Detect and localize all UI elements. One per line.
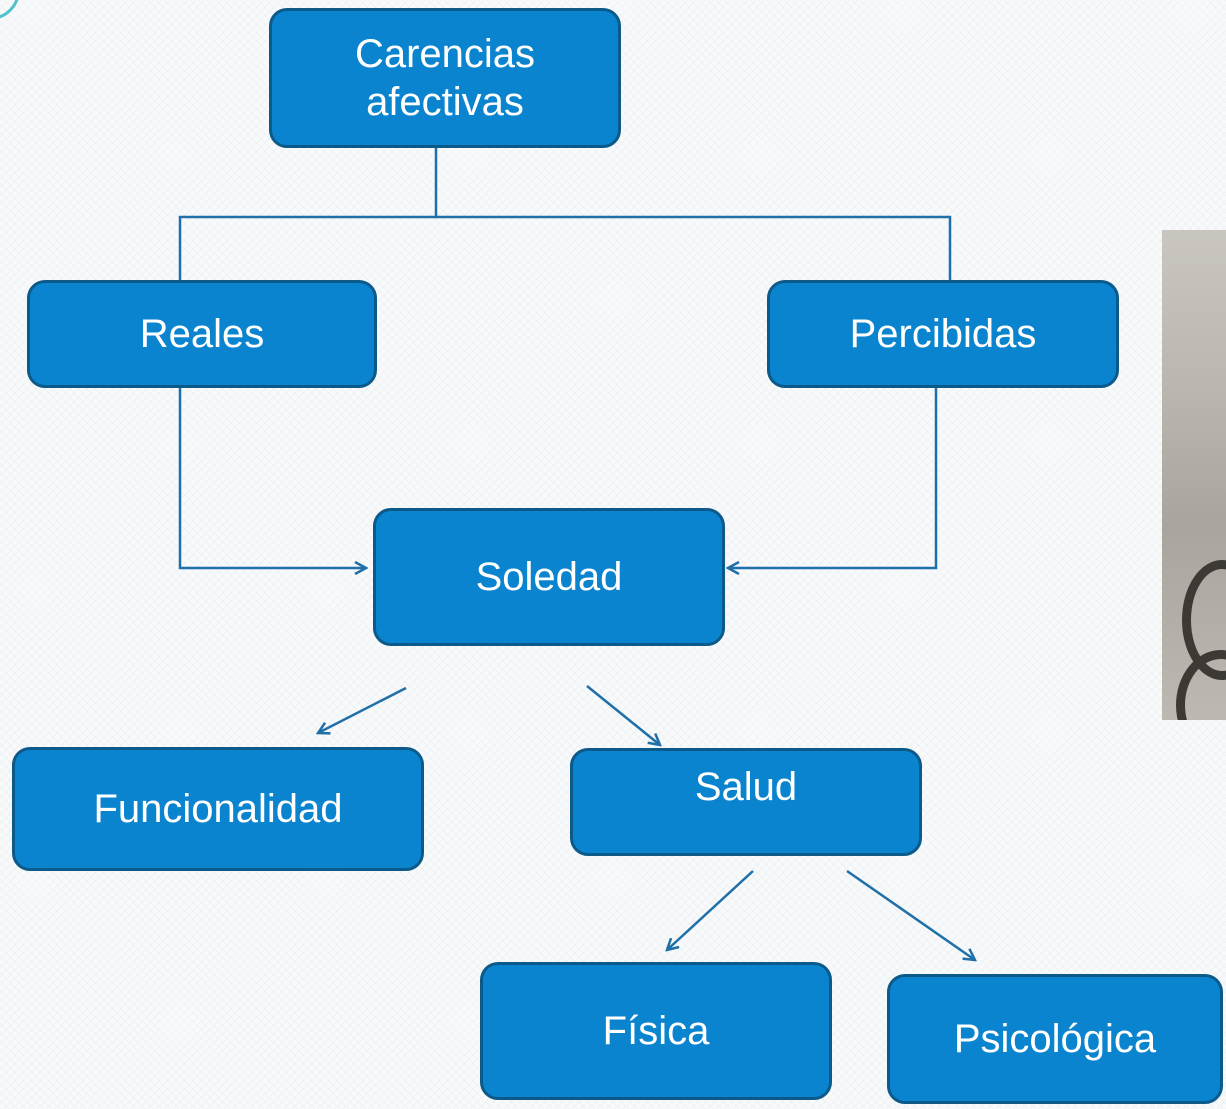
- node-psicologica: Psicológica: [887, 974, 1223, 1104]
- edge-soledad-salud: [586, 685, 660, 745]
- node-percibidas-label: Percibidas: [849, 312, 1037, 356]
- node-soledad: Soledad: [373, 508, 725, 646]
- node-carencias-label: Carencias afectivas: [354, 32, 536, 124]
- edge-soledad-funcionalidad: [318, 686, 407, 733]
- node-fisica: Física: [480, 962, 832, 1100]
- node-psicologica-label: Psicológica: [953, 1017, 1157, 1061]
- edge-reales-soledad: [178, 388, 366, 568]
- node-reales: Reales: [27, 280, 377, 388]
- wheelchair-photo: [1162, 230, 1226, 720]
- node-carencias: Carencias afectivas: [269, 8, 621, 148]
- node-salud: Salud: [570, 748, 922, 856]
- edge-salud-psicologica: [846, 869, 975, 960]
- node-salud-label: Salud: [694, 765, 798, 809]
- edge-percibidas-soledad: [728, 388, 938, 568]
- node-funcionalidad: Funcionalidad: [12, 747, 424, 871]
- edge-carencias-reales: [178, 148, 438, 280]
- edge-carencias-percibidas: [436, 215, 952, 280]
- node-reales-label: Reales: [139, 312, 265, 356]
- node-fisica-label: Física: [602, 1009, 710, 1053]
- node-soledad-label: Soledad: [475, 555, 623, 599]
- node-funcionalidad-label: Funcionalidad: [93, 787, 343, 831]
- edge-salud-fisica: [667, 870, 754, 950]
- node-percibidas: Percibidas: [767, 280, 1119, 388]
